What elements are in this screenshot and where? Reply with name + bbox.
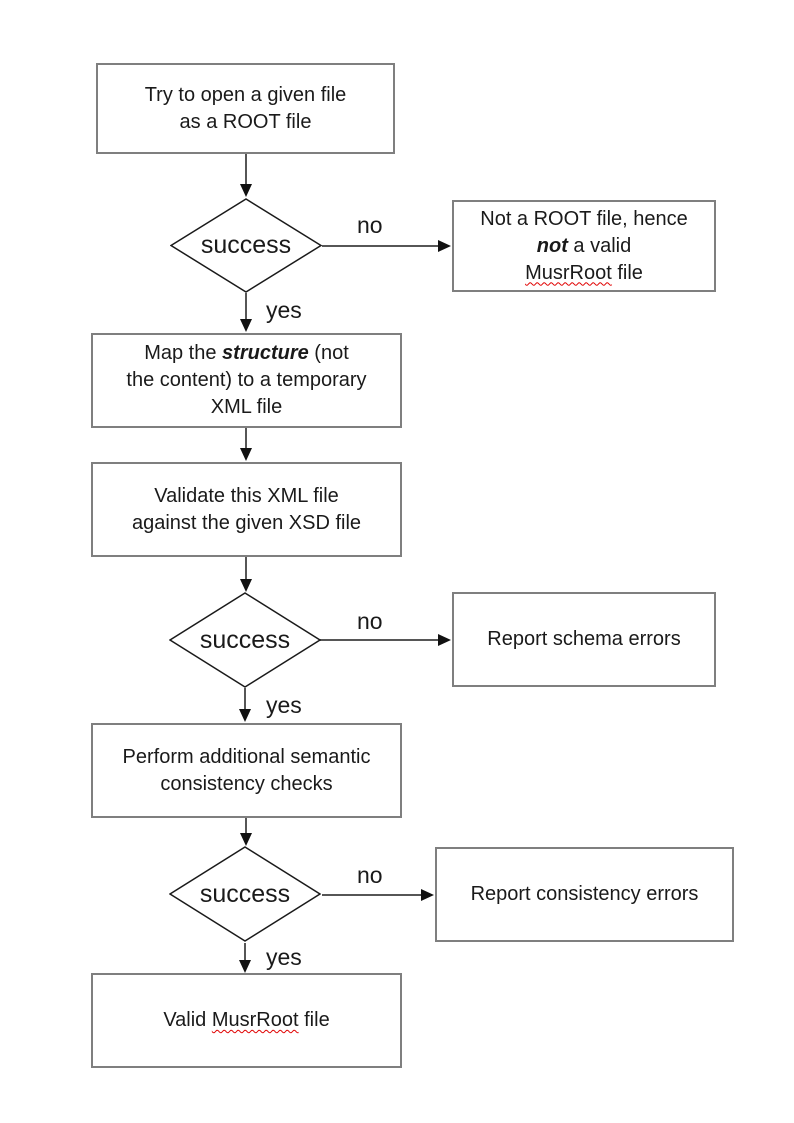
node-semantic-consistency-checks: Perform additional semantic consistency … — [91, 723, 402, 818]
decision-consistency-success: success — [169, 846, 321, 942]
arrowhead — [240, 184, 252, 197]
edge-label-no-2: no — [357, 608, 383, 634]
node-try-open-root-file: Try to open a given file as a ROOT file — [96, 63, 395, 154]
emphasized-word: not — [536, 234, 568, 257]
arrowhead — [240, 833, 252, 846]
arrowhead — [438, 240, 451, 252]
node-map-structure-to-xml: Map the structure (not the content) to a… — [91, 333, 402, 428]
edge-label-yes-1: yes — [266, 297, 302, 323]
edge-label-no-1: no — [357, 212, 383, 238]
node-text-line: as a ROOT file — [179, 110, 312, 133]
node-text-line: Map the structure (not — [144, 340, 349, 367]
node-text-line: the content) to a temporary — [126, 369, 367, 391]
arrowhead — [240, 579, 252, 592]
diamond-shape — [170, 198, 322, 293]
diamond-shape — [169, 846, 321, 942]
node-text-line: Perform additional semantic — [122, 745, 371, 768]
node-text-line: consistency checks — [160, 772, 333, 795]
node-valid-musrroot-file: Valid MusrRoot file — [91, 973, 402, 1068]
node-validate-xml-against-xsd: Validate this XML file against the given… — [91, 462, 402, 557]
node-not-a-root-file: Not a ROOT file, hence not a valid MusrR… — [452, 200, 716, 292]
node-text-line: Report consistency errors — [470, 883, 699, 905]
emphasized-word: structure — [222, 342, 309, 364]
node-text-segment: Valid — [163, 1009, 212, 1031]
misspelled-word: MusrRoot — [525, 261, 612, 284]
misspelled-word: MusrRoot — [211, 1009, 299, 1031]
node-text-segment: (not — [308, 342, 349, 364]
node-text-segment: file — [298, 1009, 330, 1031]
node-report-schema-errors: Report schema errors — [452, 592, 716, 687]
decision-open-success: success — [170, 198, 322, 293]
edge-label-yes-2: yes — [266, 692, 302, 718]
node-report-consistency-errors: Report consistency errors — [435, 847, 734, 942]
node-text-line: against the given XSD file — [131, 511, 362, 534]
node-text-line: MusrRoot file — [525, 260, 643, 287]
node-text-line: Validate this XML file — [154, 484, 339, 507]
edge-label-no-3: no — [357, 862, 383, 888]
edge-label-yes-3: yes — [266, 944, 302, 970]
arrowhead — [239, 709, 251, 722]
decision-schema-success: success — [169, 592, 321, 688]
arrowhead — [240, 448, 252, 461]
node-text-line: not a valid — [537, 233, 631, 260]
diamond-shape — [169, 592, 321, 688]
arrowhead — [240, 319, 252, 332]
node-text-line: Not a ROOT file, hence — [480, 207, 688, 230]
node-text-segment: a valid — [567, 234, 632, 257]
node-text-segment: file — [611, 261, 643, 284]
decision-label: success — [199, 879, 291, 908]
arrowhead — [438, 634, 451, 646]
arrowhead — [421, 889, 434, 901]
decision-label: success — [199, 625, 291, 654]
decision-label: success — [200, 231, 292, 259]
node-text-line: Valid MusrRoot file — [163, 1007, 329, 1034]
node-text-segment: Map the — [144, 342, 223, 364]
node-text-line: Report schema errors — [487, 628, 681, 650]
node-text-line: XML file — [210, 396, 283, 418]
arrowhead — [239, 960, 251, 973]
node-text-line: Try to open a given file — [144, 83, 347, 106]
